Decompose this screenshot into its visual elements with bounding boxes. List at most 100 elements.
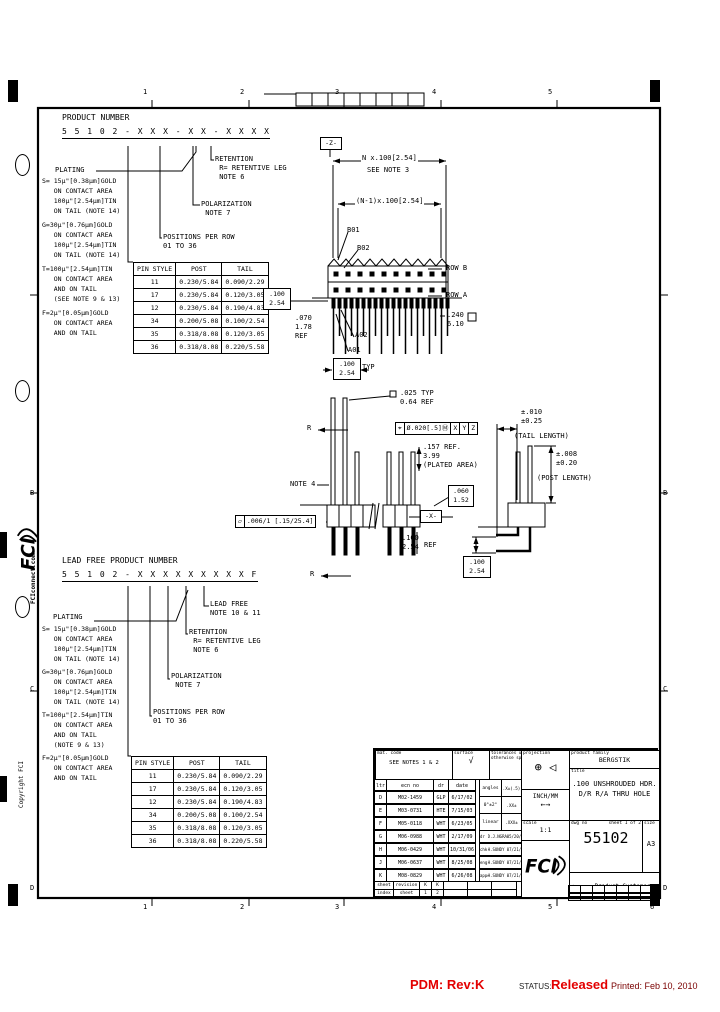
leadfree-number: 5 5 1 0 2 - X X X X X X X X X F — [62, 570, 258, 583]
plating-f: F=2μ"[0.05μm]GOLD ON CONTACT AREA AND ON… — [42, 309, 113, 337]
frame — [30, 92, 668, 906]
col-tail: TAIL — [221, 262, 269, 276]
zone-number: 1 — [143, 88, 148, 96]
pn-leaders — [96, 146, 214, 263]
label-a01: A01 — [348, 346, 361, 354]
dim-070-ref: .070 1.78 REF — [295, 314, 312, 341]
svg-text:FCI: FCI — [525, 856, 558, 877]
projection-icon: ⊕ ◁ — [534, 760, 557, 775]
units-value: INCH/MM — [532, 793, 559, 800]
title-cell: title .100 UNSHROUDED HDR. D/R R/A THRU … — [569, 768, 660, 821]
zone-letter: C — [30, 685, 35, 693]
copyright-text: Copyright FCI — [18, 761, 25, 808]
zone-number: 2 — [240, 903, 245, 911]
zone-number: 1 — [143, 903, 148, 911]
zone-number: 5 — [548, 903, 553, 911]
title-label: title — [571, 769, 585, 774]
scale-label: scale — [523, 821, 537, 826]
fci-logo: FCI — [525, 855, 566, 877]
dwg-cell: dwg no sheet 1 of 2 55102 — [569, 820, 643, 873]
projection-label: projection — [523, 751, 551, 756]
corner-mark — [8, 884, 18, 906]
surface-finish-icon: √ — [468, 756, 474, 766]
label-note4: NOTE 4 — [290, 480, 316, 488]
callout-polarization: POLARIZATION NOTE 7 — [201, 200, 252, 218]
zone-number: 4 — [432, 88, 437, 96]
type-value: Product Customer Drawing — [570, 884, 650, 885]
label-row-a: ROW A — [446, 291, 468, 299]
callout-plating-label-lf: PLATING — [53, 613, 83, 621]
size-label: size — [644, 821, 655, 826]
label-typ: TYP — [362, 363, 375, 371]
corner-mark — [650, 884, 660, 906]
corner-mark — [8, 80, 18, 102]
dim-post-tol: ±.008 ±0.20 — [556, 450, 578, 468]
tol-value: .XX±(.25) — [501, 796, 522, 814]
plating-t: T=100μ"[2.54μm]TIN ON CONTACT AREA AND O… — [42, 265, 121, 303]
plating-t-lf: T=100μ"[2.54μm]TIN ON CONTACT AREA AND O… — [42, 711, 113, 749]
leadfree-title: LEAD FREE PRODUCT NUMBER — [62, 556, 178, 565]
zone-letter: B — [663, 489, 668, 497]
sheet-of: sheet 1 of 2 — [608, 821, 641, 826]
punch-hole — [15, 380, 30, 402]
label-b01: B01 — [347, 226, 360, 234]
tol-value: .XXX±(.13) — [501, 813, 522, 831]
fci-logo-margin: FCI — [15, 527, 41, 571]
surface-label: surface — [454, 751, 473, 756]
zone-number: 6 — [650, 903, 655, 911]
zone-number: 3 — [335, 903, 340, 911]
plating-s-lf: S= 15μ"[0.38μm]GOLD ON CONTACT AREA 100μ… — [42, 625, 121, 663]
tolerance-note-cell: tolerances unless otherwise specified — [489, 750, 522, 780]
plating-s: S= 15μ"[0.38μm]GOLD ON CONTACT AREA 100μ… — [42, 177, 121, 215]
label-r1: R — [307, 424, 312, 432]
title-block: mat. code SEE NOTES 1 & 2 surface √ tole… — [373, 748, 660, 901]
units-arrow-icon: ←→ — [540, 800, 551, 809]
dim-100-ref: .100 2.54 — [402, 534, 419, 552]
callout-leadfree: LEAD FREE NOTE 10 & 11 — [210, 600, 261, 618]
fcf-datum-3: Z — [468, 422, 479, 435]
label-b02: B02 — [357, 244, 370, 252]
edge-mark — [0, 776, 7, 802]
label-tail-length: (TAIL LENGTH) — [514, 432, 569, 440]
size-value: A3 — [646, 840, 656, 849]
size-cell: size A3 — [642, 820, 660, 873]
tol-value: .X±(.5) — [501, 779, 522, 797]
angles-label: angles — [479, 779, 502, 797]
zone-number: 5 — [548, 88, 553, 96]
dim-ref-word: REF — [424, 541, 437, 549]
angles-value: 0°±2° — [479, 796, 502, 814]
punch-hole — [15, 154, 30, 176]
header-front-view — [290, 150, 477, 373]
mat-code-label: mat. code — [377, 751, 402, 756]
drawing-number: 55102 — [583, 829, 629, 847]
header-side-view — [300, 390, 453, 579]
zone-letter: D — [30, 884, 35, 892]
label-r2: R — [310, 570, 315, 578]
zone-number: 3 — [335, 88, 340, 96]
dwg-label: dwg no — [571, 821, 588, 826]
leadfree-leaders — [94, 586, 209, 757]
fci-url-vertical: FCIconnect.com — [30, 553, 37, 604]
dim-see-note3: SEE NOTE 3 — [367, 166, 410, 174]
callout-positions: POSITIONS PER ROW 01 TO 36 — [163, 233, 235, 251]
type-cell: type Product Customer Drawing — [569, 872, 660, 886]
callout-polarization-lf: POLARIZATION NOTE 7 — [171, 672, 222, 690]
see-notes-value: SEE NOTES 1 & 2 — [389, 760, 439, 767]
family-label: product family — [571, 751, 609, 756]
